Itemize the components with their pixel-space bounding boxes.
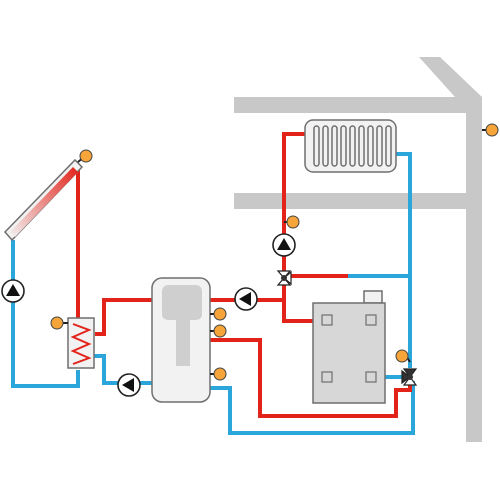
sensors (50, 123, 499, 381)
boiler-port-bottom-left (321, 371, 333, 383)
sensor-dot-boiler-valve (395, 349, 411, 363)
sensor-dot-tank-lower (210, 367, 227, 381)
boiler-port-top-left (321, 314, 333, 326)
mixing-valve-icon (276, 270, 292, 286)
sensor-dot-tank-middle (210, 324, 227, 338)
radiator-fin (367, 125, 374, 167)
radiator-fin (313, 125, 320, 167)
radiator-fin (358, 125, 365, 167)
building-outline (234, 57, 482, 442)
floor-slab (234, 193, 482, 209)
tank-stratification-shape (162, 285, 202, 366)
collector-pump-icon (1, 279, 25, 303)
outer-wall (466, 97, 482, 442)
roof-slab (234, 57, 482, 113)
tank-to-boiler-flow-pipe (208, 338, 412, 418)
heating-supply-riser-pipe (282, 132, 305, 272)
boiler-port-bottom-right (365, 371, 377, 383)
tank-supply-pump-icon (234, 287, 258, 311)
boiler-port-top-right (365, 314, 377, 326)
radiator-fin (322, 125, 329, 167)
radiator-fin (385, 125, 392, 167)
boiler-valve-icon (401, 368, 418, 386)
radiator-fin (376, 125, 383, 167)
collector-return-pipe (11, 240, 80, 388)
radiator-fins (313, 125, 392, 167)
collector-absorber (10, 167, 78, 237)
radiator-fin (349, 125, 356, 167)
radiator-fin (331, 125, 338, 167)
radiator (304, 119, 397, 173)
radiator-return-riser-pipe (396, 152, 412, 368)
sensor-dot-heating-flow (284, 215, 300, 229)
radiator-fin (340, 125, 347, 167)
exchanger-to-tank-hot-pipe (95, 298, 152, 336)
solar-collector-panel (3, 158, 84, 242)
boiler-flue (363, 290, 383, 304)
coil-heat-exchanger (67, 317, 95, 369)
tank-to-boiler-return-pipe (208, 381, 415, 435)
hot-pipes (76, 132, 412, 418)
mixer-to-boiler-pipe (282, 300, 325, 323)
tank-return-pump-icon (117, 373, 141, 397)
sensor-dot-tank-upper (210, 307, 227, 321)
sensor-dot-outdoor (482, 123, 499, 137)
sensor-dot-exchanger (50, 316, 68, 330)
sensor-dot-collector (77, 149, 93, 163)
exchanger-coil (70, 323, 92, 365)
boiler (312, 290, 386, 404)
storage-tank (151, 277, 211, 403)
heating-circuit-pump-icon (272, 233, 296, 257)
